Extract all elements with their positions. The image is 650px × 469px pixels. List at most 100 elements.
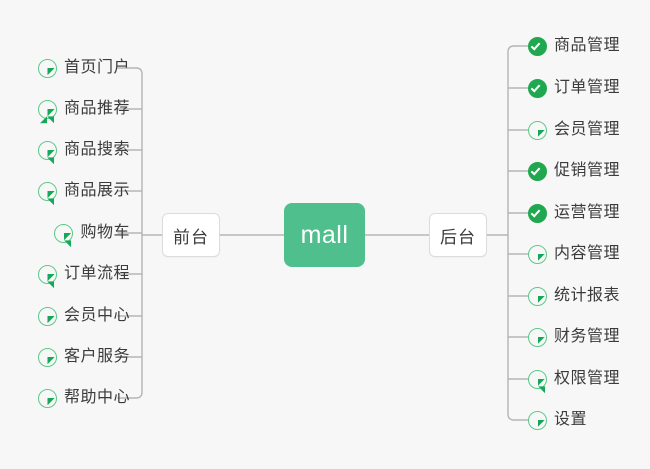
- leaf-node[interactable]: 权限管理: [528, 366, 620, 392]
- branch-node-frontend[interactable]: 前台: [162, 213, 220, 257]
- pie-wedge: [538, 386, 545, 393]
- leaf-node[interactable]: 商品推荐: [37, 96, 130, 122]
- pie-wedge-fill: [47, 398, 55, 406]
- pie-wedge: [47, 68, 55, 76]
- pie-wedge-fill: [47, 198, 54, 205]
- pie-wedge-fill: [47, 109, 55, 117]
- check-glyph: [531, 40, 541, 51]
- pie-wedge-fill: [63, 233, 72, 241]
- leaf-node-label: 内容管理: [554, 245, 621, 262]
- status-pie-icon: [528, 244, 547, 264]
- pie-wedge: [47, 191, 55, 199]
- status-pie-icon: [37, 99, 57, 119]
- pie-wedge: [40, 116, 47, 123]
- status-pie-icon: [528, 369, 547, 389]
- leaf-node[interactable]: 财务管理: [528, 324, 620, 350]
- leaf-node[interactable]: 商品管理: [528, 33, 620, 59]
- leaf-node-label: 订单流程: [63, 265, 130, 282]
- status-check-icon: [528, 161, 547, 181]
- pie-wedge-fill: [537, 254, 545, 262]
- pie-wedge-fill: [47, 357, 55, 365]
- branch-node-backend[interactable]: 后台: [429, 213, 487, 257]
- branch-node-frontend-label: 前台: [173, 227, 209, 247]
- status-pie-icon: [37, 264, 57, 284]
- pie-wedge: [537, 420, 545, 428]
- leaf-node-label: 客户服务: [63, 348, 130, 365]
- leaf-node-label: 订单管理: [554, 79, 621, 96]
- leaf-node[interactable]: 促销管理: [528, 158, 620, 184]
- pie-wedge: [537, 296, 545, 304]
- pie-wedge: [537, 337, 545, 345]
- status-pie-icon: [54, 223, 74, 243]
- pie-wedge: [47, 357, 55, 365]
- status-pie-icon: [37, 58, 57, 78]
- pie-wedge: [47, 281, 54, 288]
- status-pie-icon: [37, 306, 57, 326]
- leaf-node[interactable]: 会员管理: [528, 117, 620, 143]
- leaf-node[interactable]: 会员中心: [37, 303, 130, 329]
- pie-wedge: [47, 116, 54, 123]
- pie-wedge-fill: [47, 150, 55, 158]
- status-check-icon: [528, 36, 547, 56]
- pie-wedge: [47, 109, 55, 117]
- status-check-icon: [528, 78, 547, 98]
- pie-wedge: [47, 150, 55, 158]
- leaf-node[interactable]: 客户服务: [37, 344, 130, 370]
- pie-wedge-fill: [537, 379, 545, 387]
- pie-wedge-fill: [47, 191, 55, 199]
- leaf-node[interactable]: 设置: [528, 407, 587, 433]
- pie-wedge-fill: [537, 420, 545, 428]
- root-node-label: mall: [300, 220, 349, 249]
- leaf-node-label: 财务管理: [554, 328, 621, 345]
- pie-wedge-fill: [40, 116, 47, 123]
- leaf-node[interactable]: 帮助中心: [37, 385, 130, 411]
- pie-wedge-fill: [538, 386, 545, 393]
- leaf-node[interactable]: 商品搜索: [37, 137, 130, 163]
- pie-wedge-fill: [47, 274, 55, 282]
- leaf-node-label: 权限管理: [554, 370, 621, 387]
- pie-wedge-fill: [47, 316, 55, 324]
- branch-node-backend-label: 后台: [440, 227, 476, 247]
- leaf-node-label: 购物车: [80, 224, 130, 241]
- leaf-node[interactable]: 首页门户: [37, 55, 130, 81]
- check-glyph: [531, 165, 541, 176]
- pie-wedge-fill: [537, 337, 545, 345]
- pie-wedge-fill: [537, 130, 545, 138]
- leaf-node-label: 商品展示: [63, 182, 130, 199]
- status-pie-icon: [37, 140, 57, 160]
- pie-wedge-fill: [47, 281, 54, 288]
- right-spine: [507, 45, 515, 421]
- leaf-node-label: 商品搜索: [63, 141, 130, 158]
- status-pie-icon: [37, 347, 57, 367]
- check-glyph: [531, 82, 541, 93]
- leaf-node-label: 运营管理: [554, 204, 621, 221]
- status-pie-icon: [528, 327, 547, 347]
- leaf-node[interactable]: 商品展示: [37, 178, 130, 204]
- leaf-node[interactable]: 运营管理: [528, 200, 620, 226]
- leaf-node[interactable]: 订单管理: [528, 75, 620, 101]
- pie-wedge: [537, 379, 545, 387]
- leaf-node-label: 统计报表: [554, 287, 621, 304]
- pie-wedge-fill: [64, 240, 71, 247]
- check-glyph: [531, 207, 541, 218]
- leaf-node-label: 帮助中心: [63, 389, 130, 406]
- pie-wedge: [47, 398, 55, 406]
- leaf-node[interactable]: 订单流程: [37, 261, 130, 287]
- leaf-node[interactable]: 统计报表: [528, 283, 620, 309]
- root-node-mall[interactable]: mall: [284, 203, 365, 267]
- status-check-icon: [528, 203, 547, 223]
- leaf-node-label: 促销管理: [554, 162, 621, 179]
- pie-wedge: [47, 198, 54, 205]
- pie-wedge: [64, 240, 71, 247]
- pie-wedge-fill: [47, 116, 54, 123]
- left-spine: [135, 67, 143, 399]
- pie-wedge: [537, 130, 545, 138]
- pie-wedge: [63, 233, 72, 241]
- status-pie-icon: [37, 181, 57, 201]
- leaf-node-label: 会员管理: [554, 121, 621, 138]
- leaf-node-label: 设置: [554, 411, 588, 428]
- leaf-node[interactable]: 内容管理: [528, 241, 620, 267]
- leaf-node[interactable]: 购物车: [54, 220, 130, 246]
- pie-wedge-fill: [47, 68, 55, 76]
